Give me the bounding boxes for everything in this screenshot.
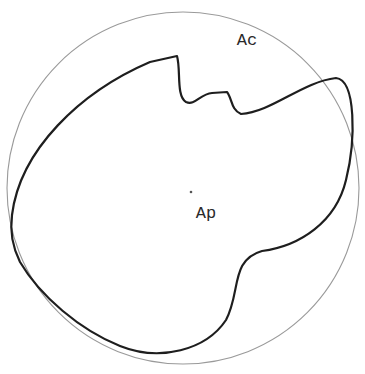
particle-outline	[11, 56, 352, 353]
area-label: Ap	[196, 205, 216, 222]
center-dot	[190, 191, 193, 194]
area-label: Ac	[237, 32, 257, 49]
circle-outline	[7, 12, 359, 364]
